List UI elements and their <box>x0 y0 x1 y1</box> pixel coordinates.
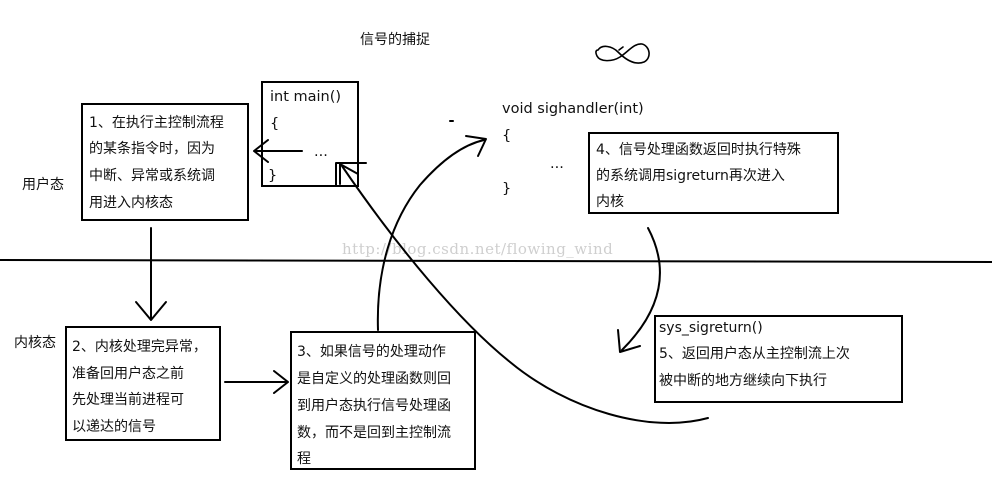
step1-line: 1、在执行主控制流程 <box>89 115 224 131</box>
arrow-handler-to-sigreturn <box>621 227 661 351</box>
step2-box <box>65 326 221 441</box>
doodle-tick <box>618 46 624 51</box>
user-kernel-divider <box>0 259 992 263</box>
step4-line: 4、信号处理函数返回时执行特殊 <box>596 142 801 158</box>
watermark-text: http://blog.csdn.net/flowing_wind <box>342 240 613 258</box>
step5-box <box>654 315 903 403</box>
arrow-step3-to-sighandler-head <box>465 135 487 157</box>
step5-line: 5、返回用户态从主控制流上次 <box>659 345 850 362</box>
arrow-sigreturn-to-main-head <box>339 163 359 185</box>
step4-text: 4、信号处理函数返回时执行特殊 的系统调用sigreturn再次进入 内核 <box>596 142 805 210</box>
step5-line: 被中断的地方继续向下执行 <box>659 372 827 389</box>
step2-text: 2、内核处理完异常， 准备回用户态之前 先处理当前进程可 以递达的信号 <box>72 339 211 435</box>
arrow-step2-to-step3-head <box>273 370 289 394</box>
step4-line: 内核 <box>596 194 624 210</box>
handler-code-line: { <box>502 128 511 144</box>
step1-line: 中断、异常或系统调 <box>89 168 215 184</box>
step5-line: sys_sigreturn() <box>659 320 763 336</box>
main-code-line: { <box>270 116 279 132</box>
arrow-sigreturn-to-main <box>341 165 709 424</box>
step2-line: 准备回用户态之前 <box>72 365 184 382</box>
step2-line: 2、内核处理完异常， <box>72 339 207 355</box>
arrow-step1-to-step2-head <box>135 301 167 321</box>
step3-line: 程 <box>297 451 311 467</box>
step3-line: 3、如果信号的处理动作 <box>297 344 446 360</box>
step1-text: 1、在执行主控制流程 的某条指令时，因为 中断、异常或系统调 用进入内核态 <box>89 115 228 211</box>
step2-line: 以递达的信号 <box>72 419 156 435</box>
main-code-line: } <box>268 168 277 184</box>
step3-text: 3、如果信号的处理动作 是自定义的处理函数则回 到用户态执行信号处理函 数，而不… <box>297 344 455 467</box>
step1-box <box>81 103 249 221</box>
main-function-code: int main() { ... } <box>268 89 346 184</box>
step4-line: 的系统调用sigreturn再次进入 <box>596 168 785 184</box>
handler-code-line: } <box>502 181 511 197</box>
user-mode-label: 用户态 <box>22 176 64 193</box>
handler-code-line: void sighandler(int) <box>502 101 644 117</box>
sighandler-code: void sighandler(int) { ... } <box>502 101 648 197</box>
main-function-box <box>261 81 359 187</box>
diagram-title: 信号的捕捉 <box>360 32 430 48</box>
kernel-mode-label: 内核态 <box>14 335 56 351</box>
step4-box <box>588 132 839 214</box>
handler-code-line: ... <box>550 156 564 172</box>
arrow-handler-to-sigreturn-head <box>617 329 641 353</box>
step1-line: 的某条指令时，因为 <box>89 140 215 157</box>
arrow-main-to-step1-head <box>253 139 269 163</box>
step3-line: 到用户态执行信号处理函 <box>297 397 451 414</box>
step3-box <box>290 331 476 470</box>
step5-text: sys_sigreturn() 5、返回用户态从主控制流上次 被中断的地方继续向… <box>659 320 854 389</box>
main-code-line: int main() <box>270 89 341 105</box>
step3-line: 是自定义的处理函数则回 <box>297 371 451 387</box>
arrow-step3-to-sighandler <box>376 139 485 331</box>
doodle-squiggle <box>595 43 650 64</box>
step3-line: 数，而不是回到主控制流 <box>297 425 451 441</box>
step2-line: 先处理当前进程可 <box>72 391 184 408</box>
interrupt-marker <box>335 162 367 187</box>
main-code-line: ... <box>314 144 328 160</box>
step1-line: 用进入内核态 <box>89 195 173 211</box>
